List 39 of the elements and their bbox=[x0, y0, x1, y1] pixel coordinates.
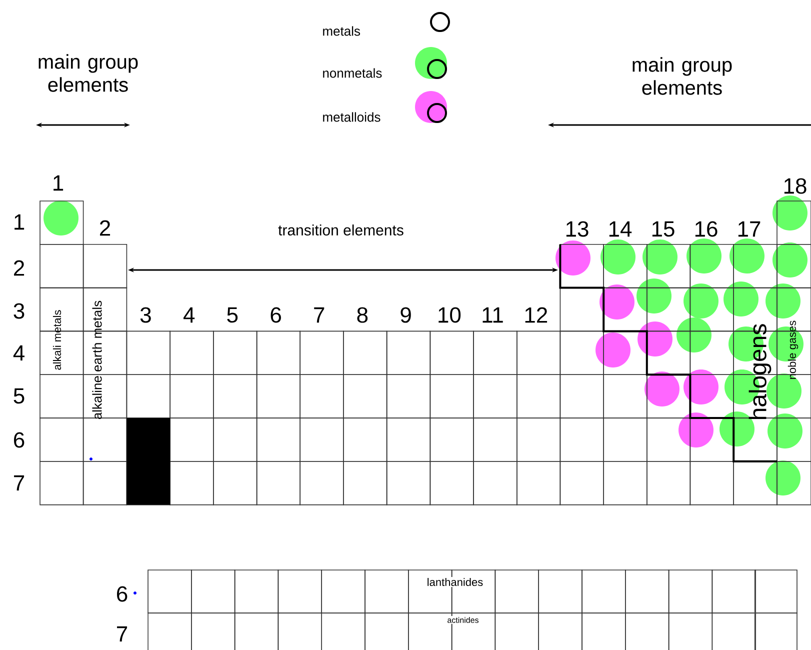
group-number: 9 bbox=[400, 307, 411, 323]
heading: main group elements bbox=[632, 57, 732, 95]
family-label: noble gases bbox=[788, 320, 798, 379]
group-number: 15 bbox=[652, 221, 674, 237]
period-number: 4 bbox=[13, 345, 24, 361]
group-number: 8 bbox=[357, 307, 368, 323]
group-number: 10 bbox=[438, 307, 461, 323]
series-label: actinides bbox=[446, 616, 480, 624]
group-number: 18 bbox=[784, 178, 806, 194]
group-number: 11 bbox=[482, 307, 503, 323]
group-number: 7 bbox=[314, 307, 324, 323]
group-number: 4 bbox=[184, 307, 195, 323]
family-label: alkali metals bbox=[52, 310, 62, 370]
group-number: 6 bbox=[270, 307, 281, 323]
group-number: 12 bbox=[525, 307, 548, 323]
legend-label: metalloids bbox=[323, 112, 380, 122]
group-number: 5 bbox=[227, 307, 238, 323]
legend-label: nonmetals bbox=[323, 68, 382, 78]
period-number: 6 bbox=[14, 432, 24, 448]
period-number: 5 bbox=[14, 388, 24, 404]
group-number: 14 bbox=[609, 221, 632, 237]
group-number: 16 bbox=[695, 221, 718, 237]
legend-label: metals bbox=[323, 26, 360, 36]
group-number: 17 bbox=[738, 221, 760, 237]
period-number: 1 bbox=[14, 214, 24, 230]
series-label: lanthanides bbox=[426, 576, 484, 588]
family-label: halogens bbox=[748, 324, 772, 420]
period-number: 2 bbox=[14, 260, 24, 276]
period-number: 6 bbox=[117, 586, 128, 602]
region-label: transition elements bbox=[278, 224, 404, 236]
group-number: 13 bbox=[566, 221, 588, 237]
group-number: 1 bbox=[54, 175, 64, 191]
period-number: 7 bbox=[117, 626, 128, 642]
heading: main group elements bbox=[38, 54, 138, 92]
group-number: 2 bbox=[100, 220, 110, 236]
group-number: 3 bbox=[140, 307, 151, 323]
period-number: 7 bbox=[14, 475, 24, 491]
family-label: alkaline earth metals bbox=[92, 300, 102, 420]
period-number: 3 bbox=[14, 303, 24, 319]
